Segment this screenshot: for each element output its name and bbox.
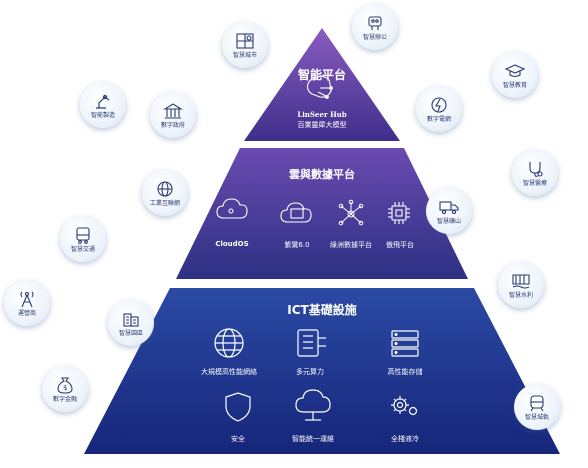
- bottom-tier-item-compute: 多元算力: [296, 368, 324, 376]
- robot-icon: [368, 16, 382, 30]
- bubble-smart-water: 智慧水利: [498, 262, 544, 308]
- bubble-operator: 運營商: [4, 280, 50, 326]
- bubble-label: 數字政府: [160, 122, 185, 129]
- bubble-smart-railway: 智慧城軌: [514, 384, 560, 430]
- city-map-icon: [236, 33, 254, 49]
- bubble-smart-city: 智慧城市: [222, 22, 268, 68]
- bubble-label: 智慧園區: [118, 330, 143, 337]
- middle-tier-item-cloudos: CloudOS: [215, 240, 249, 248]
- bubble-label: 工業互聯網: [149, 200, 180, 207]
- truck-icon: [439, 201, 459, 215]
- signal-tower-icon: [20, 291, 34, 308]
- pyramid-tier-bottom: [84, 288, 560, 454]
- top-tier-title: 智能平台: [297, 68, 346, 82]
- svg-text:$: $: [63, 384, 67, 392]
- bubble-label: 智慧城軌: [524, 414, 549, 421]
- middle-tier-item-oasis: 綠洲數據平台: [330, 241, 372, 249]
- lightning-icon: [431, 97, 447, 113]
- bottom-tier-title: ICT基礎設施: [287, 303, 357, 317]
- globe-icon: [157, 181, 173, 197]
- middle-tier-item-aofei: 傲飛平台: [386, 241, 414, 249]
- bubble-industrial-internet: 工業互聯網: [142, 170, 188, 216]
- government-building-icon: [163, 103, 183, 119]
- bubble-label: 智慧醫療: [522, 180, 547, 187]
- bubble-digital-government: 數字政府: [150, 92, 196, 138]
- bottom-tier-item-cooling: 全棧液冷: [391, 435, 419, 443]
- bottom-tier-item-ops: 智能統一運維: [292, 435, 334, 443]
- globe-network-icon: [214, 328, 244, 358]
- bubble-smart-education: 智慧教育: [492, 52, 538, 98]
- stethoscope-icon: [529, 162, 543, 177]
- office-buildings-icon: [123, 313, 139, 327]
- bubble-label: 數字金融: [52, 396, 77, 403]
- metro-train-icon: [530, 395, 544, 412]
- dam-icon: [512, 274, 530, 289]
- cloud-ops-icon: [295, 389, 331, 421]
- pyramid-tier-middle: [176, 148, 468, 279]
- bubble-digital-grid: 數字電網: [416, 86, 462, 132]
- storage-icon: [391, 330, 419, 357]
- top-tier-line2: 百業靈犀大模型: [297, 121, 347, 129]
- bubble-smart-mining: 智慧礦山: [426, 188, 472, 234]
- bubble-label: 智慧礦山: [436, 218, 461, 225]
- bubble-label: 智能製造: [90, 112, 115, 119]
- bubble-smart-office: 智慧辦公: [352, 4, 398, 50]
- bus-icon: [76, 227, 90, 244]
- bubble-smart-healthcare: 智慧醫療: [512, 150, 558, 196]
- robot-arm-icon: [96, 94, 110, 109]
- security-shield-icon: [225, 392, 251, 422]
- money-bag-icon: $: [57, 377, 73, 394]
- bubble-smart-transport: 智慧交通: [60, 216, 106, 262]
- compute-icon: [297, 329, 326, 357]
- liquid-cooling-gear-icon: [391, 396, 418, 416]
- bubble-label: 運營商: [17, 310, 36, 317]
- bubble-label: 數字電網: [426, 116, 451, 123]
- bubble-label: 智慧辦公: [362, 34, 387, 41]
- pyramid-tier-top: [244, 28, 400, 141]
- bubble-label: 智慧城市: [232, 52, 257, 59]
- data-network-icon: [338, 199, 364, 226]
- bubble-label: 智慧水利: [508, 292, 533, 299]
- bubble-label: 智慧交通: [70, 246, 95, 253]
- bottom-tier-item-network: 大規模高性能網絡: [201, 368, 257, 376]
- middle-tier-title: 雲與數據平台: [289, 168, 355, 181]
- bottom-tier-item-storage: 高性能存儲: [387, 368, 423, 376]
- top-tier-line1: LinSeer Hub: [297, 110, 347, 119]
- bubble-smart-manufacturing: 智能製造: [80, 82, 126, 128]
- graduation-cap-icon: [504, 64, 526, 78]
- bubble-digital-finance: $ 數字金融: [42, 366, 88, 412]
- chip-platform-icon: [388, 202, 410, 224]
- server-platform-icon: [280, 202, 312, 223]
- cloudos-icon: [216, 198, 248, 219]
- bubble-label: 智慧教育: [502, 82, 527, 89]
- bottom-tier-item-security: 安全: [231, 435, 245, 443]
- bubble-smart-park: 智慧園區: [108, 300, 154, 346]
- ai-brain-icon: [306, 75, 333, 99]
- middle-tier-item-ziluan: 紫鸞6.0: [284, 241, 310, 249]
